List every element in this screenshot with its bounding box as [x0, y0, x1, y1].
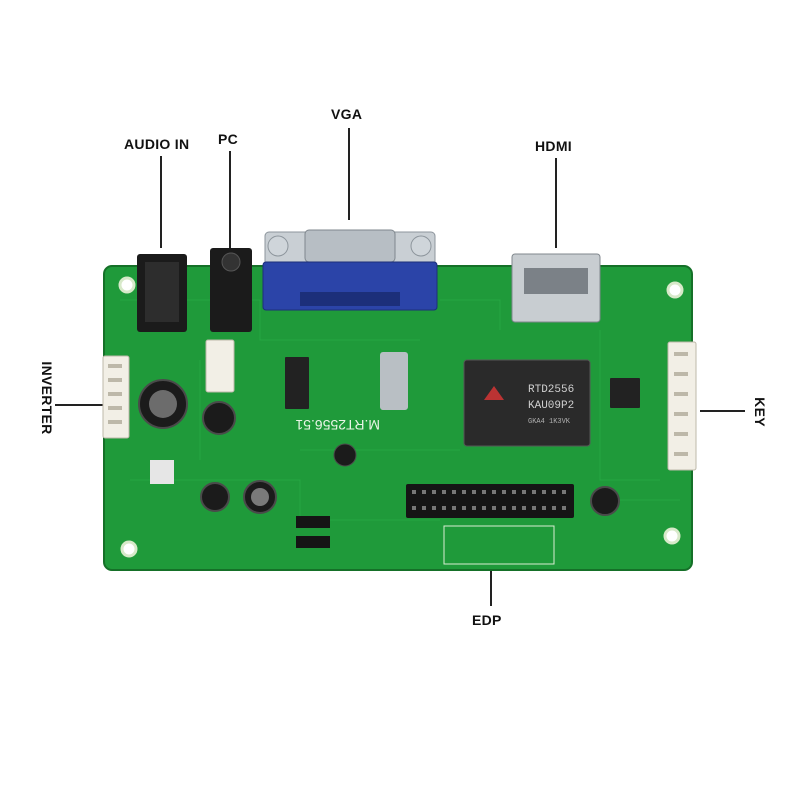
leader-vga [348, 128, 350, 220]
small-ics [150, 352, 640, 484]
pc-audio-jack [210, 248, 252, 332]
main-controller-chip [463, 359, 591, 447]
edp-slot-outline [443, 525, 555, 565]
label-edp: EDP [472, 612, 502, 628]
leader-audio-in [160, 156, 162, 248]
audio-in-jack [137, 254, 187, 332]
pcb-traces [120, 299, 680, 521]
pcb-board [103, 265, 693, 571]
inverter-connector [102, 355, 130, 439]
label-inverter: INVERTER [39, 361, 55, 435]
leader-inverter [55, 404, 105, 406]
jumpers [296, 516, 330, 548]
label-hdmi: HDMI [535, 138, 572, 154]
leader-hdmi [555, 158, 557, 248]
leader-edp [490, 530, 492, 606]
label-vga: VGA [331, 106, 363, 122]
capacitors [138, 379, 620, 516]
label-audio-in: AUDIO IN [124, 136, 190, 152]
label-key: KEY [752, 397, 768, 427]
chip-text-line2: KAU09P2 [528, 400, 574, 412]
key-connector [667, 341, 697, 471]
vga-connector-body [262, 261, 438, 311]
leader-key [700, 410, 745, 412]
leader-pc [229, 151, 231, 248]
mounting-holes [118, 276, 684, 558]
chip-text-line1: RTD2556 [528, 384, 574, 396]
vga-connector-shell [264, 231, 436, 311]
label-pc: PC [218, 131, 239, 147]
power-connector [205, 339, 235, 393]
edp-header [406, 484, 574, 518]
chip-logo [484, 386, 504, 400]
silkscreen-model: M.RT2556.51 [295, 417, 380, 433]
hdmi-connector [511, 253, 601, 323]
chip-text-line3: GKA4 1K3VK [528, 418, 571, 426]
